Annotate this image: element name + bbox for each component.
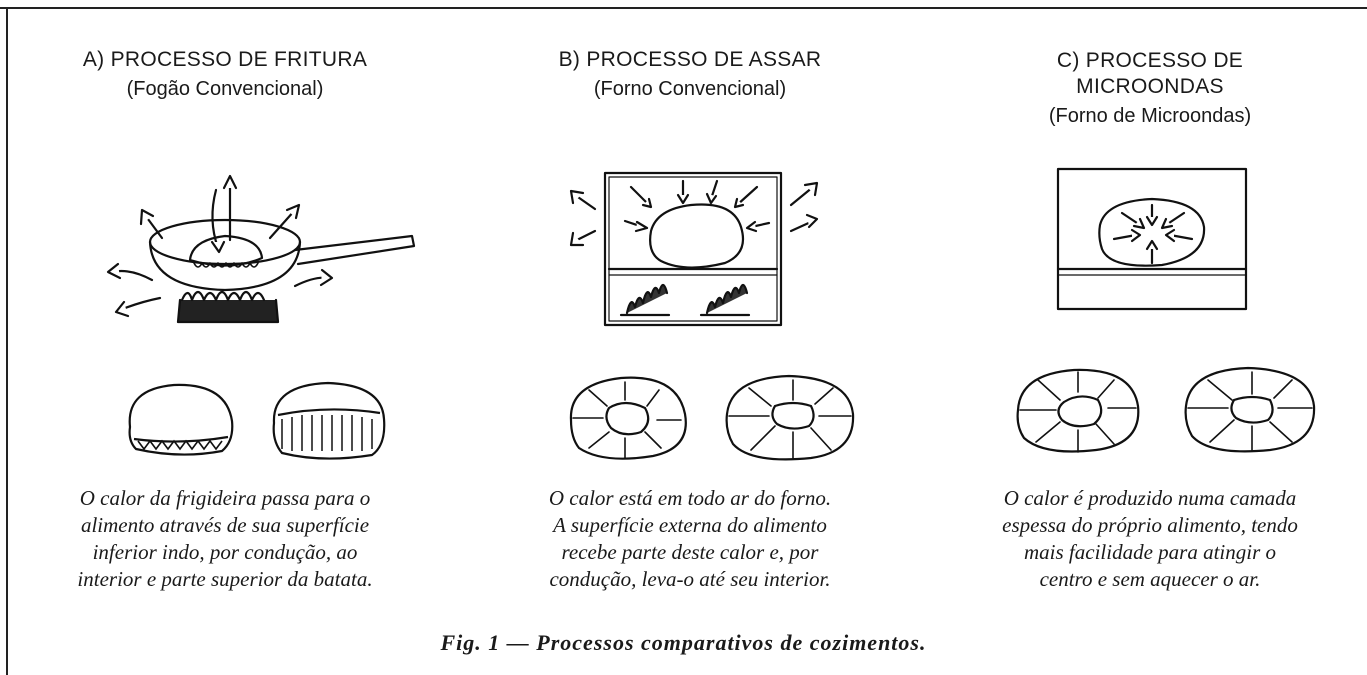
caption-line: condução, leva-o até seu interior. — [549, 567, 831, 591]
baked-potato-slices — [569, 374, 855, 461]
microwave-oven-illustration — [1056, 167, 1248, 311]
fried-potato-slices — [128, 381, 386, 460]
caption-line: mais facilidade para atingir o — [1024, 540, 1276, 564]
caption-line: interior e parte superior da batata. — [77, 567, 373, 591]
panel-title: A) PROCESSO DE FRITURA — [82, 48, 368, 71]
caption-line: alimento através de sua superfície — [80, 513, 370, 537]
panel-title-line: MICROONDAS — [1076, 75, 1224, 98]
caption-line: O calor é produzido numa camada — [1003, 486, 1297, 510]
panel-caption: O calor está em todo ar do forno. A supe… — [470, 485, 910, 593]
panel-title: B) PROCESSO DE ASSAR — [558, 48, 822, 71]
frying-pan-illustration — [106, 174, 416, 324]
panel-subtitle: (Forno de Microondas) — [1048, 105, 1252, 127]
caption-line: espessa do próprio alimento, tendo — [1002, 513, 1298, 537]
panel-frying: A) PROCESSO DE FRITURA (Fogão Convencion… — [10, 0, 440, 640]
conventional-oven-illustration — [569, 171, 819, 327]
figure-caption: Fig. 1 — Processos comparativos de cozim… — [440, 630, 927, 655]
panel-title: C) PROCESSO DE MICROONDAS — [940, 48, 1360, 100]
panel-title-line: C) PROCESSO DE — [1056, 49, 1244, 72]
caption-line: recebe parte deste calor e, por — [561, 540, 819, 564]
panel-subtitle: (Fogão Convencional) — [126, 78, 324, 100]
microwaved-potato-slices — [1016, 366, 1316, 453]
caption-line: inferior indo, por condução, ao — [92, 540, 358, 564]
panel-baking: B) PROCESSO DE ASSAR (Forno Convencional… — [470, 0, 910, 640]
caption-line: centro e sem aquecer o ar. — [1039, 567, 1261, 591]
panel-microwave: C) PROCESSO DE MICROONDAS (Forno de Micr… — [940, 0, 1360, 640]
caption-line: A superfície externa do alimento — [553, 513, 827, 537]
panel-caption: O calor da frigideira passa para o alime… — [10, 485, 440, 593]
caption-line: O calor está em todo ar do forno. — [548, 486, 832, 510]
caption-line: O calor da frigideira passa para o — [79, 486, 371, 510]
panel-subtitle: (Forno Convencional) — [593, 78, 787, 100]
frame-left-border — [6, 7, 8, 675]
frame-top-border — [0, 7, 1367, 9]
panel-caption: O calor é produzido numa camada espessa … — [940, 485, 1360, 593]
